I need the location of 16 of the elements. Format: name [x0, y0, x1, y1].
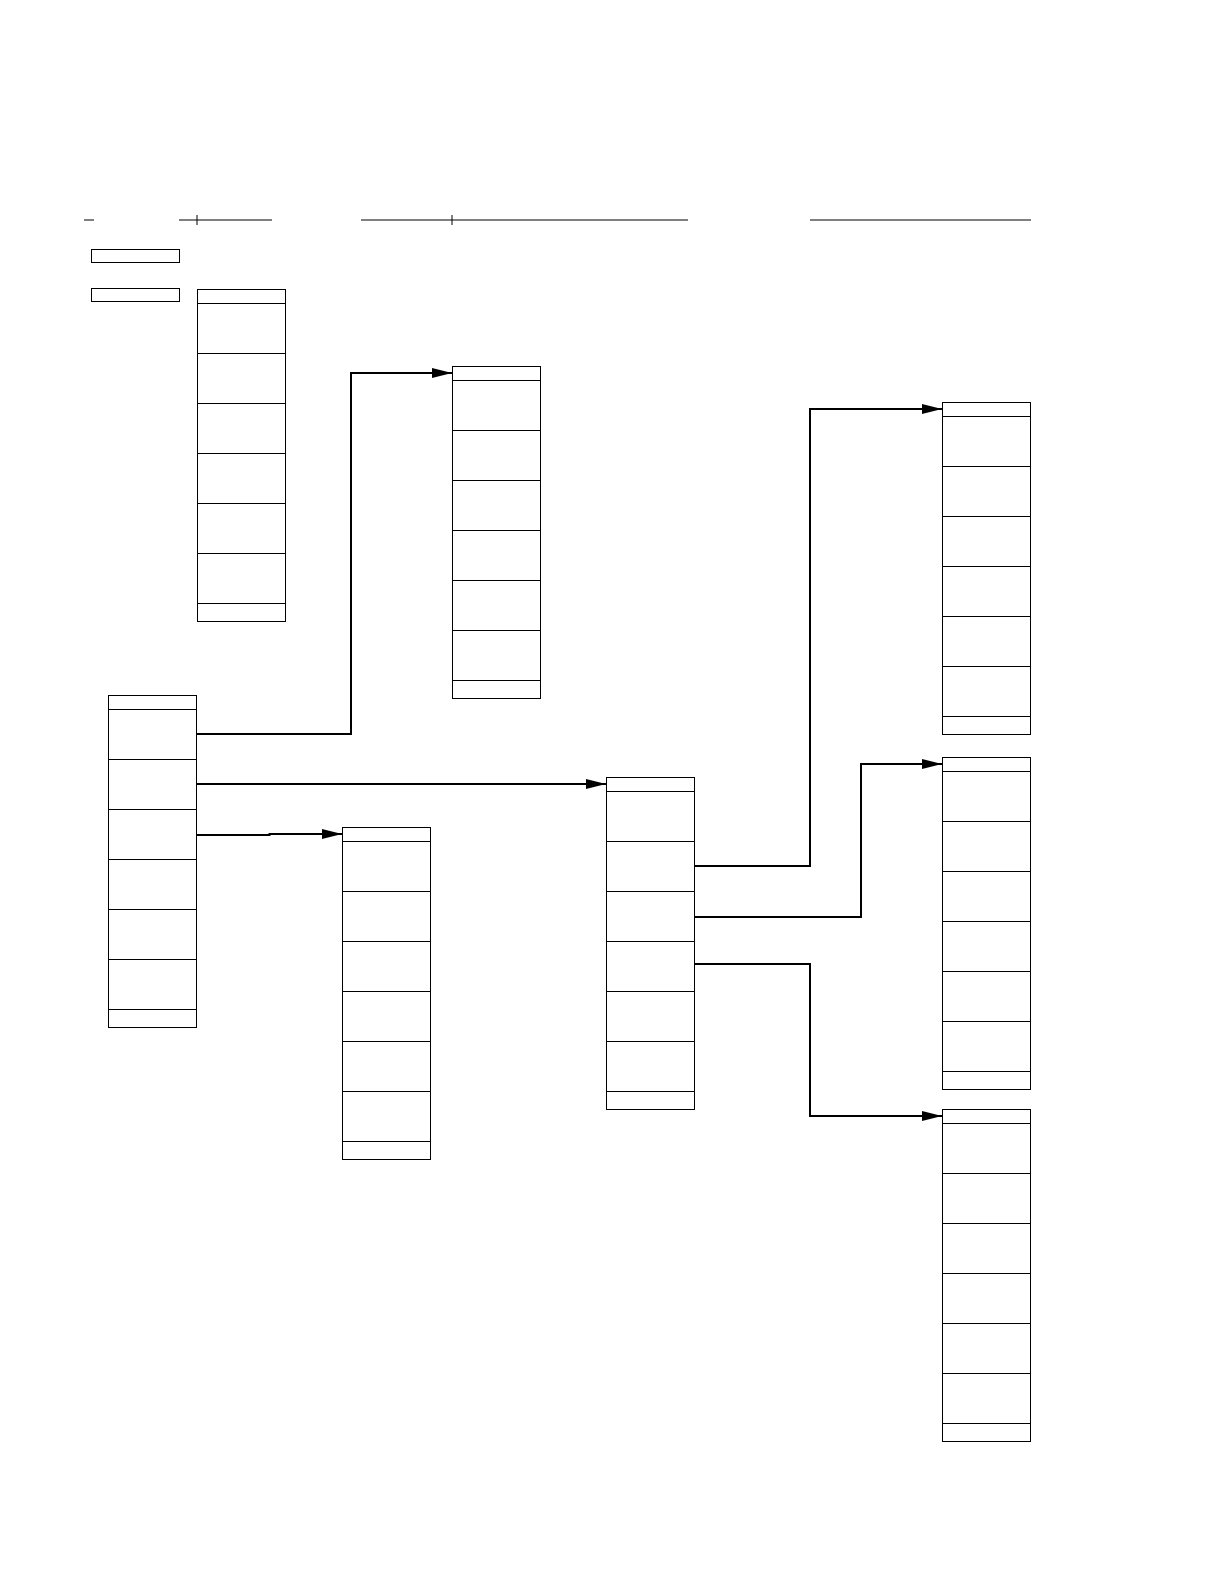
empty-table — [942, 402, 1031, 735]
arrow — [196, 368, 453, 735]
arrow — [694, 963, 943, 1121]
arrow — [196, 779, 607, 789]
empty-box — [91, 249, 180, 263]
empty-table — [108, 695, 197, 1028]
arrow — [694, 759, 943, 918]
empty-table — [342, 827, 431, 1160]
empty-table — [452, 366, 541, 699]
empty-table — [606, 777, 695, 1110]
arrow — [196, 829, 343, 839]
empty-box — [91, 288, 180, 302]
empty-table — [197, 289, 286, 622]
arrow — [694, 404, 943, 867]
empty-table — [942, 757, 1031, 1090]
empty-table — [942, 1109, 1031, 1442]
